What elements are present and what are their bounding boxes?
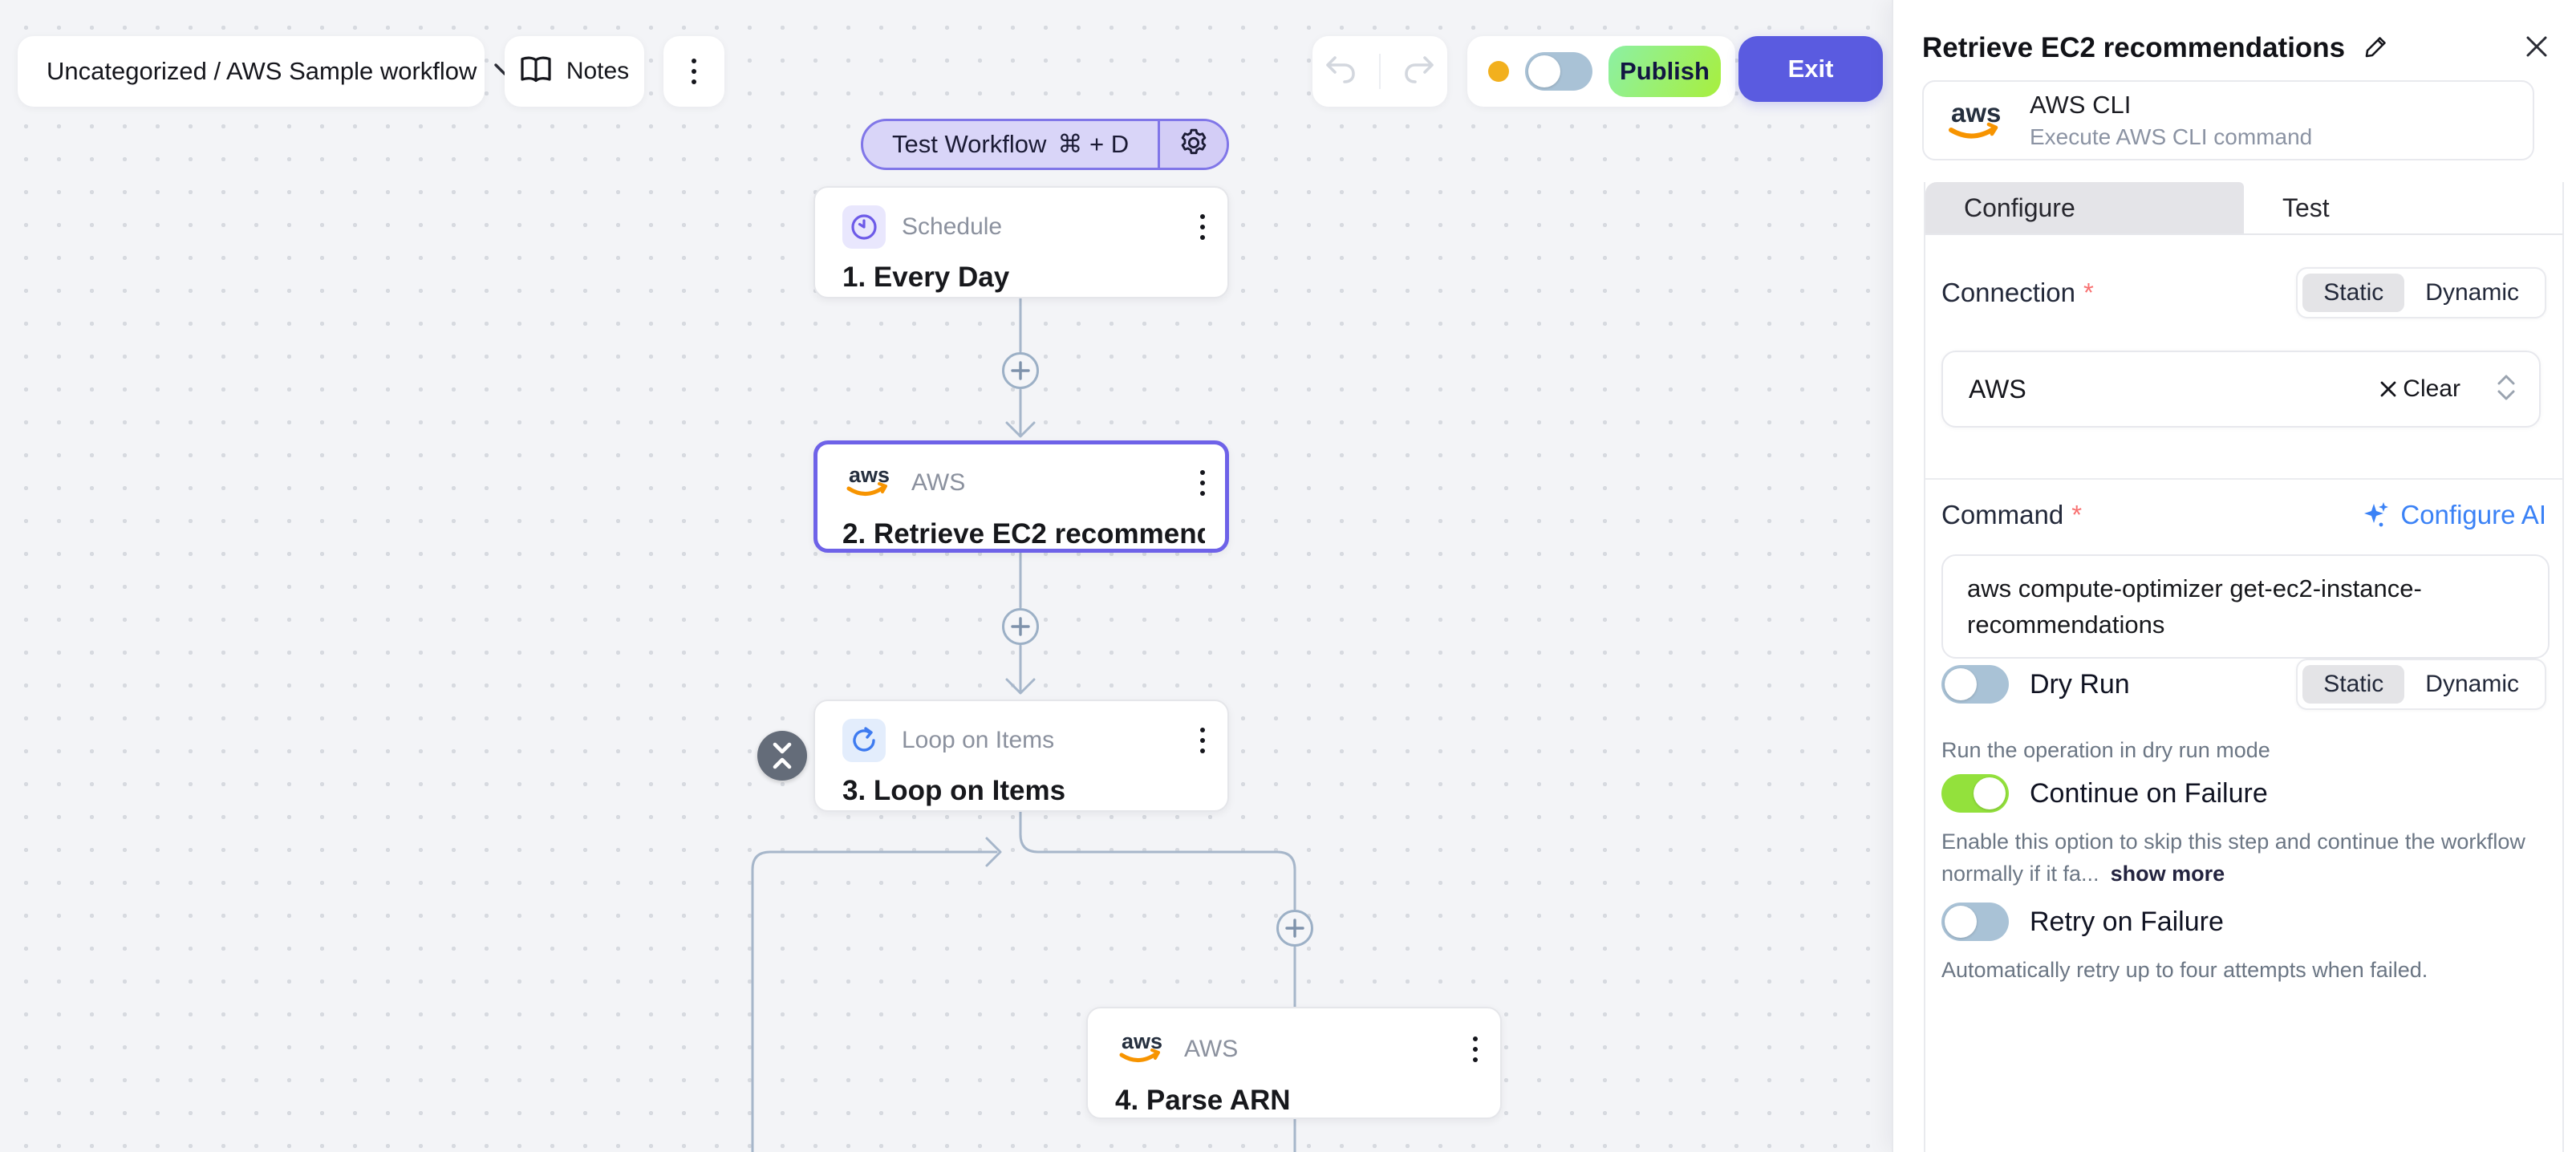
test-workflow-button[interactable]: Test Workflow ⌘ + D bbox=[863, 121, 1158, 168]
dry-run-mode-selector: Static Dynamic bbox=[2296, 659, 2546, 710]
svg-text:aws: aws bbox=[1951, 98, 2001, 128]
add-step-button[interactable] bbox=[1276, 910, 1313, 947]
settings-tab-container: Configure Test Connection* Static Dynami… bbox=[1924, 182, 2564, 1152]
dry-run-toggle[interactable] bbox=[1941, 665, 2009, 704]
notes-button[interactable]: Notes bbox=[505, 36, 644, 107]
dry-run-help: Run the operation in dry run mode bbox=[1941, 738, 2270, 762]
sparkle-icon bbox=[2364, 502, 2389, 527]
notes-label: Notes bbox=[566, 58, 630, 84]
add-step-button[interactable] bbox=[1002, 352, 1039, 389]
aws-logo: aws bbox=[1115, 1026, 1168, 1072]
collapse-loop-button[interactable] bbox=[757, 731, 807, 781]
connection-mode-static[interactable]: Static bbox=[2302, 274, 2405, 312]
step-node-schedule[interactable]: Schedule 1. Every Day bbox=[813, 186, 1229, 298]
required-asterisk: * bbox=[2083, 278, 2094, 307]
loop-icon bbox=[842, 719, 886, 762]
command-input[interactable]: aws compute-optimizer get-ec2-instance-r… bbox=[1941, 554, 2550, 659]
pencil-icon[interactable] bbox=[2363, 33, 2390, 64]
add-step-button[interactable] bbox=[1002, 608, 1039, 645]
test-workflow-settings-button[interactable] bbox=[1158, 121, 1227, 168]
redo-icon[interactable] bbox=[1402, 55, 1436, 89]
tab-test[interactable]: Test bbox=[2282, 193, 2330, 222]
book-icon bbox=[520, 56, 552, 87]
flow-actions-menu-button[interactable] bbox=[663, 36, 724, 107]
plus-icon bbox=[1011, 617, 1030, 636]
kebab-icon[interactable] bbox=[1200, 214, 1205, 240]
step-title: 4. Parse ARN bbox=[1115, 1085, 1291, 1116]
step-title: 2. Retrieve EC2 recommendati... bbox=[842, 518, 1205, 550]
step-node-loop[interactable]: Loop on Items 3. Loop on Items bbox=[813, 700, 1229, 812]
retry-on-failure-toggle[interactable] bbox=[1941, 903, 2009, 941]
continue-on-failure-help: Enable this option to skip this step and… bbox=[1941, 830, 2525, 886]
close-icon[interactable] bbox=[2525, 34, 2549, 63]
plus-icon bbox=[1011, 361, 1030, 380]
gear-icon bbox=[1178, 127, 1210, 163]
tab-configure[interactable]: Configure bbox=[1925, 182, 2244, 233]
retry-on-failure-label: Retry on Failure bbox=[2030, 906, 2224, 937]
connection-label: Connection* bbox=[1941, 278, 2094, 307]
svg-text:aws: aws bbox=[849, 463, 890, 487]
connection-mode-selector: Static Dynamic bbox=[2296, 267, 2546, 318]
unsaved-changes-dot bbox=[1488, 61, 1509, 82]
step-title: 1. Every Day bbox=[842, 262, 1010, 293]
step-settings-panel: Retrieve EC2 recommendations aws AWS CLI… bbox=[1892, 0, 2576, 1152]
kebab-icon[interactable] bbox=[1200, 728, 1205, 753]
test-workflow-button-group: Test Workflow ⌘ + D bbox=[861, 119, 1230, 170]
retry-on-failure-help: Automatically retry up to four attempts … bbox=[1941, 958, 2428, 982]
step-piece-name: AWS bbox=[911, 469, 966, 496]
clear-connection-button[interactable]: Clear bbox=[2379, 375, 2460, 403]
step-title: 3. Loop on Items bbox=[842, 775, 1066, 806]
exit-button[interactable]: Exit bbox=[1738, 36, 1883, 102]
connection-mode-dynamic[interactable]: Dynamic bbox=[2425, 279, 2519, 306]
publish-button[interactable]: Publish bbox=[1608, 46, 1721, 97]
piece-description: Execute AWS CLI command bbox=[2030, 124, 2313, 149]
dry-run-mode-static[interactable]: Static bbox=[2302, 665, 2405, 704]
required-asterisk: * bbox=[2071, 500, 2083, 529]
clock-icon bbox=[842, 205, 886, 249]
clear-x-icon bbox=[2380, 381, 2396, 397]
step-node-parse-arn[interactable]: aws AWS 4. Parse ARN bbox=[1086, 1007, 1502, 1119]
workflow-breadcrumb[interactable]: Uncategorized / AWS Sample workflow bbox=[18, 36, 516, 107]
aws-logo: aws bbox=[842, 460, 895, 505]
collapse-icon bbox=[773, 742, 792, 769]
panel-step-title: Retrieve EC2 recommendations bbox=[1922, 32, 2346, 63]
workflow-canvas[interactable]: Uncategorized / AWS Sample workflow Note… bbox=[0, 0, 1892, 1152]
continue-on-failure-toggle[interactable] bbox=[1941, 774, 2009, 813]
piece-info-card[interactable]: aws AWS CLI Execute AWS CLI command bbox=[1922, 80, 2534, 160]
step-piece-name: Loop on Items bbox=[902, 727, 1055, 753]
dry-run-label: Dry Run bbox=[2030, 668, 2130, 700]
configure-ai-button[interactable]: Configure AI bbox=[2362, 500, 2546, 530]
step-piece-name: AWS bbox=[1184, 1035, 1239, 1062]
divider bbox=[1378, 54, 1381, 89]
step-node-retrieve-ec2[interactable]: aws AWS 2. Retrieve EC2 recommendati... bbox=[813, 440, 1229, 553]
command-label: Command* bbox=[1941, 500, 2083, 529]
breadcrumb-label: Uncategorized / AWS Sample workflow bbox=[47, 57, 477, 85]
test-workflow-shortcut: ⌘ + D bbox=[1057, 130, 1130, 158]
step-piece-name: Schedule bbox=[902, 213, 1003, 240]
flow-enabled-toggle[interactable] bbox=[1525, 52, 1592, 91]
show-more-link[interactable]: show more bbox=[2110, 862, 2225, 886]
continue-on-failure-label: Continue on Failure bbox=[2030, 777, 2268, 809]
kebab-icon[interactable] bbox=[1200, 469, 1205, 496]
section-divider bbox=[1925, 478, 2562, 480]
svg-text:aws: aws bbox=[1122, 1029, 1162, 1053]
test-workflow-label: Test Workflow bbox=[892, 130, 1047, 158]
workflow-connectors bbox=[751, 297, 1296, 1152]
plus-icon bbox=[1285, 919, 1304, 938]
history-controls bbox=[1312, 36, 1447, 107]
kebab-icon bbox=[692, 59, 696, 84]
publish-controls: Publish bbox=[1467, 36, 1735, 107]
aws-logo: aws bbox=[1946, 95, 2009, 147]
connection-select[interactable]: AWS Clear bbox=[1941, 351, 2541, 428]
piece-name: AWS CLI bbox=[2030, 91, 2132, 119]
select-chevrons-icon bbox=[2496, 372, 2517, 407]
dry-run-mode-dynamic[interactable]: Dynamic bbox=[2425, 671, 2519, 697]
kebab-icon[interactable] bbox=[1473, 1036, 1478, 1062]
connection-value: AWS bbox=[1969, 374, 2026, 404]
undo-icon[interactable] bbox=[1324, 55, 1357, 89]
